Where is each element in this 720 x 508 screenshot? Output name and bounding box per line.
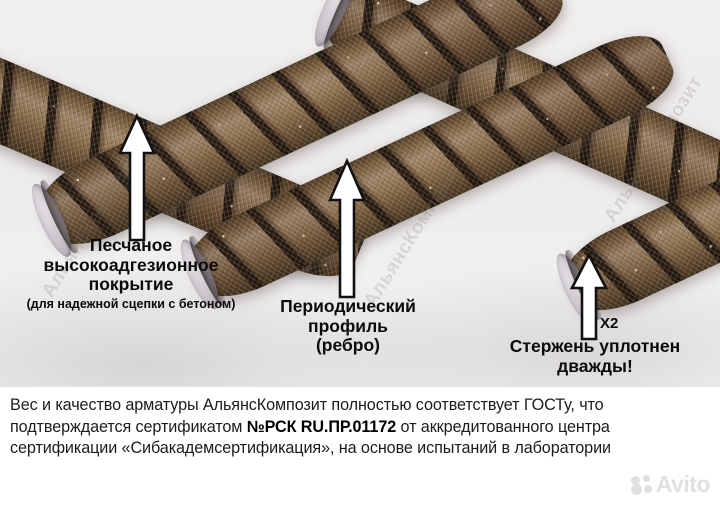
description-part-1: Вес и качество арматуры АльянсКомпозит п…	[10, 396, 604, 436]
callout-note: (для надежной сцепки с бетоном)	[26, 296, 236, 311]
callout-line: профиль	[308, 315, 388, 336]
description-part-2: от аккредитованного центра сертификации …	[10, 417, 611, 458]
callout-line: Периодический	[280, 296, 416, 316]
callout-line: покрытие	[88, 274, 174, 295]
certificate-number: №РСК RU.ПР.01172	[246, 417, 397, 436]
description-paragraph: Вес и качество арматуры АльянсКомпозит п…	[10, 395, 710, 460]
callout-double-compacted: Стержень уплотнен дважды!	[470, 336, 720, 376]
callout-line: (ребро)	[315, 335, 381, 356]
callout-line: дважды!	[557, 355, 633, 376]
section-divider	[0, 386, 720, 387]
callout-line: высокоадгезионное	[43, 254, 219, 275]
rebar-photo: АльянсКомпозит АльянсКомпозит АльянсКомп…	[0, 0, 720, 386]
callout-line: Песчаное	[89, 235, 173, 255]
callout-periodic-profile: Периодический профиль (ребро)	[240, 296, 456, 356]
callout-sand-coating: Песчаное высокоадгезионное покрытие (для…	[0, 235, 262, 311]
callout-tag-x2: X2	[600, 315, 619, 332]
description-block: Вес и качество арматуры АльянсКомпозит п…	[0, 387, 720, 508]
callout-line: Стержень уплотнен	[509, 336, 681, 356]
